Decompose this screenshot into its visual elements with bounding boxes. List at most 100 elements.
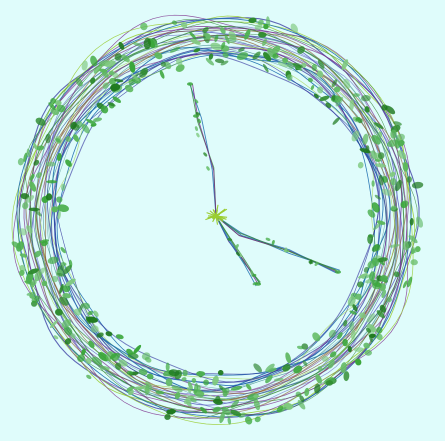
leaf	[180, 22, 188, 29]
leaf	[93, 64, 103, 74]
leaf	[253, 398, 261, 411]
leaf	[214, 58, 225, 64]
leaf	[155, 390, 165, 395]
leaf	[18, 269, 25, 276]
leaf	[378, 174, 385, 186]
leaf	[73, 134, 79, 142]
leaf	[60, 246, 66, 254]
leaf	[406, 176, 412, 183]
leaf	[368, 333, 376, 339]
leaf	[205, 57, 215, 66]
leaf	[214, 34, 219, 43]
leaf	[265, 375, 273, 384]
leaf	[160, 61, 166, 67]
leaf	[141, 69, 148, 76]
leaf	[29, 181, 37, 192]
leaf	[169, 46, 181, 53]
leaf	[65, 278, 76, 287]
leaf	[361, 94, 371, 102]
leaf	[390, 129, 397, 139]
leaf	[190, 397, 197, 403]
leaf	[335, 96, 344, 107]
leaf	[293, 365, 303, 374]
leaf	[254, 416, 261, 423]
leaf	[314, 383, 321, 394]
leaf	[381, 289, 387, 299]
leaf	[292, 62, 303, 68]
leaf	[230, 399, 240, 409]
leaf	[45, 161, 56, 167]
leaf	[379, 304, 387, 313]
leaf	[108, 70, 115, 76]
hand-tip-leaf	[335, 270, 341, 274]
leaf	[166, 408, 176, 415]
hand-leaf	[206, 166, 210, 171]
leaf	[265, 363, 275, 372]
leaf	[203, 379, 210, 386]
leaf	[36, 145, 45, 151]
leaf	[317, 70, 324, 78]
leaf	[154, 52, 163, 60]
hand-leaf	[194, 99, 199, 104]
leaf	[221, 406, 231, 416]
leaf	[258, 31, 267, 38]
leaf	[56, 104, 66, 113]
leaf	[28, 207, 40, 212]
leaf	[295, 391, 302, 398]
leaf	[411, 181, 424, 189]
leaf	[105, 331, 113, 337]
leaf	[245, 383, 252, 391]
leaf	[96, 332, 104, 338]
leaf	[59, 283, 64, 294]
minute-hand-vine	[215, 215, 337, 272]
hand-leaf	[235, 244, 239, 249]
leaf	[53, 335, 59, 340]
leaf	[193, 383, 199, 394]
hand-tip-leaf	[255, 282, 261, 286]
leaf	[365, 327, 372, 333]
leaf	[126, 370, 133, 376]
leaf	[164, 414, 171, 420]
leaf	[358, 273, 368, 279]
leaf	[202, 27, 209, 33]
leaf	[357, 281, 364, 288]
leaf	[146, 373, 154, 380]
leaf	[114, 78, 124, 83]
leaf	[34, 250, 42, 258]
leaf	[312, 332, 321, 342]
leaf	[363, 266, 369, 273]
hand-leaf	[271, 239, 275, 245]
leaf	[187, 381, 193, 390]
hand-leaf	[238, 252, 242, 258]
leaf	[36, 172, 42, 178]
leaf	[41, 280, 48, 287]
leaf	[144, 384, 150, 396]
leaf	[144, 357, 152, 363]
leaf	[363, 342, 370, 349]
leaf	[182, 369, 188, 377]
leaf	[22, 202, 29, 210]
leaf	[389, 171, 396, 177]
leaf	[77, 354, 86, 362]
leaf	[118, 41, 125, 50]
leaf	[220, 60, 229, 66]
leaf	[65, 136, 72, 142]
leaf	[85, 119, 97, 125]
leaf	[175, 57, 183, 66]
hand-leaf	[236, 251, 240, 257]
leaf	[33, 159, 40, 166]
leaf	[165, 378, 173, 387]
leaf	[196, 371, 206, 377]
leaf	[272, 53, 279, 59]
leaf	[110, 83, 121, 91]
leaf	[374, 194, 381, 200]
leaf	[133, 386, 145, 390]
hand-leaf	[196, 132, 200, 138]
leaf	[367, 234, 373, 245]
leaf	[138, 368, 148, 376]
wreath-leaves	[11, 16, 424, 425]
leaf	[107, 102, 116, 107]
leaf	[352, 93, 360, 97]
leaf	[102, 82, 109, 89]
leaf	[230, 385, 243, 391]
